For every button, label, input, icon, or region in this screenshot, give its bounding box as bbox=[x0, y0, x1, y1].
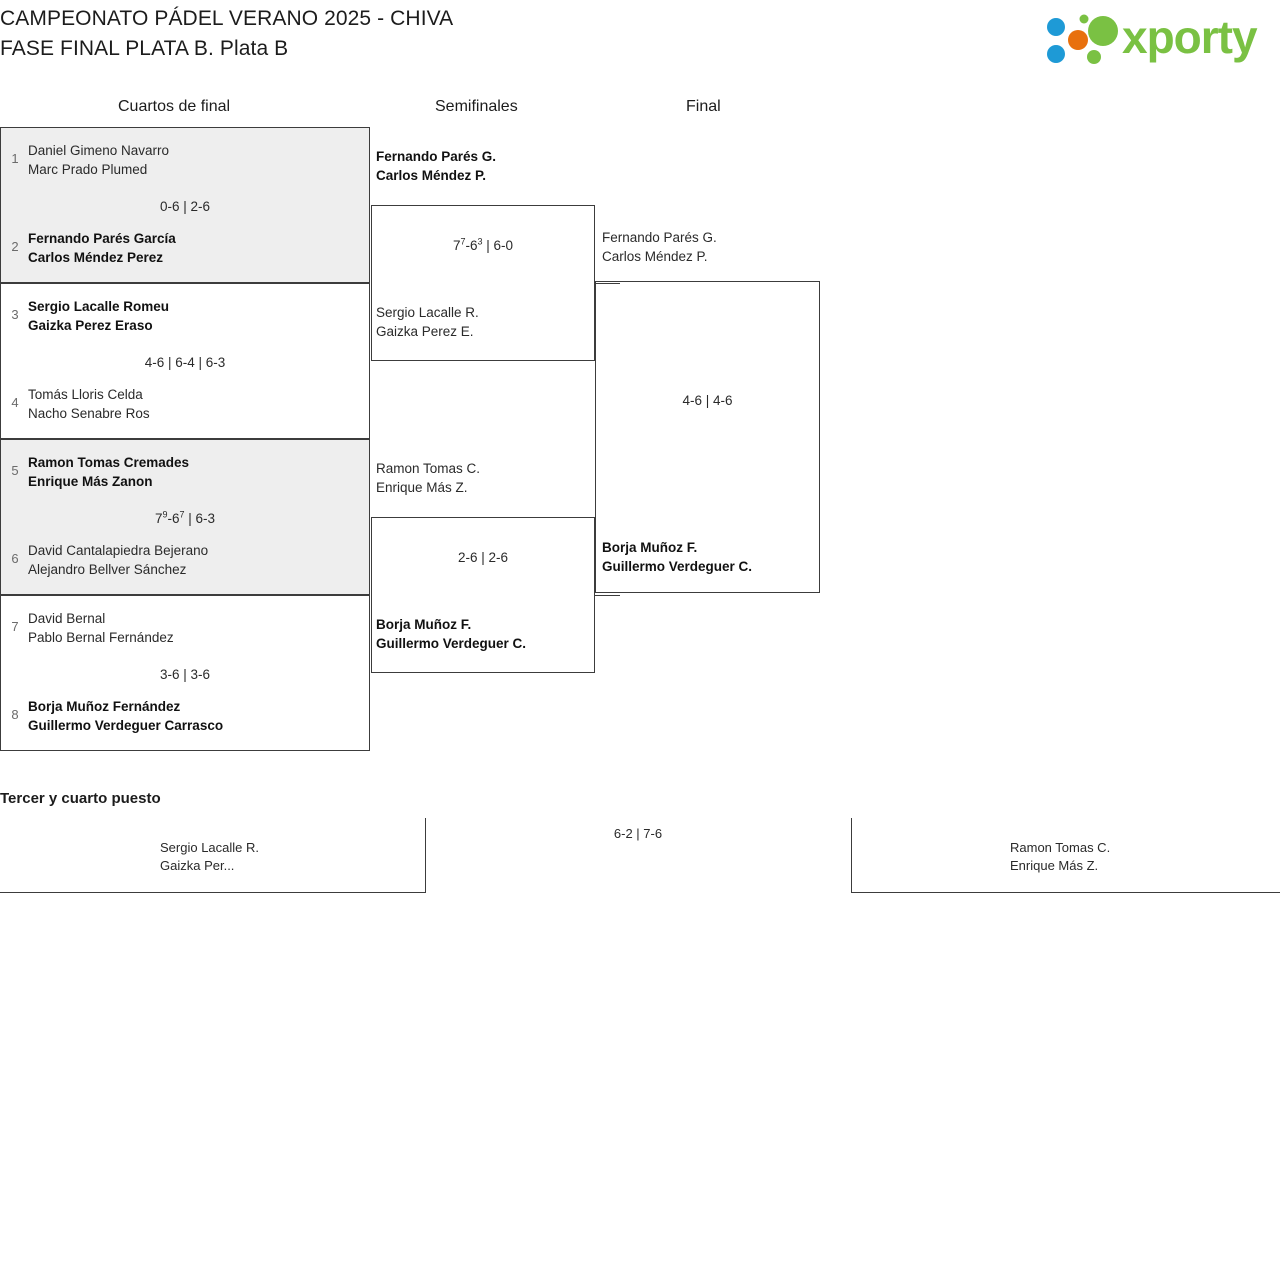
match-score: 79-67 | 6-3 bbox=[154, 509, 216, 526]
semifinal-1-top-team: Fernando Parés G. Carlos Méndez P. bbox=[376, 148, 496, 185]
seed-number: 3 bbox=[11, 307, 19, 322]
player-name: Guillermo Verdeguer C. bbox=[602, 558, 753, 574]
player-name: Fernando Parés G. bbox=[376, 149, 497, 164]
connector-sf1-to-final bbox=[595, 283, 620, 284]
team-names: Sergio Lacalle Romeu Gaizka Perez Eraso bbox=[28, 298, 169, 335]
quarterfinal-match-4[interactable]: 7 David Bernal Pablo Bernal Fernández 3-… bbox=[0, 595, 370, 751]
team-names: Fernando Parés García Carlos Méndez Pere… bbox=[28, 230, 176, 267]
team-names: Daniel Gimeno Navarro Marc Prado Plumed bbox=[28, 142, 169, 179]
match-score: 0-6 | 2-6 bbox=[159, 199, 211, 214]
match-team-top: 5 Ramon Tomas Cremades Enrique Más Zanon bbox=[1, 452, 369, 494]
semifinal-1-bottom-team: Sergio Lacalle R. Gaizka Perez E. bbox=[376, 304, 479, 341]
match-score: 3-6 | 3-6 bbox=[159, 667, 211, 682]
xporty-dots-icon bbox=[1047, 14, 1118, 64]
player-name: Fernando Parés G. bbox=[602, 230, 717, 245]
connector-sf2-to-final bbox=[595, 595, 620, 596]
player-name: Enrique Más Z. bbox=[1010, 858, 1099, 873]
match-team-top: 3 Sergio Lacalle Romeu Gaizka Perez Eras… bbox=[1, 296, 369, 338]
player-name: Borja Muñoz Fernández bbox=[28, 699, 181, 714]
semifinal-2-bottom-team: Borja Muñoz F. Guillermo Verdeguer C. bbox=[376, 616, 526, 653]
third-place-right-box[interactable] bbox=[851, 818, 1280, 893]
title-line-2: FASE FINAL PLATA B. Plata B bbox=[0, 37, 289, 60]
seed-number: 4 bbox=[11, 395, 19, 410]
player-name: David Bernal bbox=[28, 611, 106, 626]
player-name: Borja Muñoz F. bbox=[376, 617, 472, 632]
final-score: 4-6 | 4-6 bbox=[682, 393, 733, 408]
player-name: David Cantalapiedra Bejerano bbox=[28, 543, 209, 558]
player-name: Guillermo Verdeguer C. bbox=[376, 635, 527, 651]
player-name: Gaizka Perez Eraso bbox=[28, 317, 153, 333]
player-name: Enrique Más Zanon bbox=[28, 473, 153, 489]
semifinal-2-top-team: Ramon Tomas C. Enrique Más Z. bbox=[376, 460, 480, 497]
player-name: Ramon Tomas Cremades bbox=[28, 455, 190, 470]
match-team-bottom: 4 Tomás Lloris Celda Nacho Senabre Ros bbox=[1, 384, 369, 426]
final-match[interactable] bbox=[595, 281, 820, 593]
player-name: Tomás Lloris Celda bbox=[28, 387, 143, 402]
player-name: Borja Muñoz F. bbox=[602, 540, 698, 555]
match-team-top: 1 Daniel Gimeno Navarro Marc Prado Plume… bbox=[1, 140, 369, 182]
team-names: Borja Muñoz Fernández Guillermo Verdegue… bbox=[28, 698, 223, 735]
player-name: Nacho Senabre Ros bbox=[28, 405, 150, 421]
third-place-left-team: Sergio Lacalle R. Gaizka Per... bbox=[160, 839, 259, 875]
seed-number: 8 bbox=[11, 707, 19, 722]
player-name: Fernando Parés García bbox=[28, 231, 176, 246]
player-name: Carlos Méndez P. bbox=[376, 167, 487, 183]
title-line-1: CAMPEONATO PÁDEL VERANO 2025 - CHIVA bbox=[0, 7, 454, 30]
semifinal-2-score: 2-6 | 2-6 bbox=[457, 550, 509, 565]
seed-number: 7 bbox=[11, 619, 19, 634]
match-team-bottom: 2 Fernando Parés García Carlos Méndez Pe… bbox=[1, 228, 369, 270]
final-top-team: Fernando Parés G. Carlos Méndez P. bbox=[602, 229, 717, 266]
quarterfinal-match-3[interactable]: 5 Ramon Tomas Cremades Enrique Más Zanon… bbox=[0, 439, 370, 595]
player-name: Gaizka Per... bbox=[160, 858, 235, 873]
semifinal-match-2[interactable] bbox=[371, 517, 595, 673]
player-name: Daniel Gimeno Navarro bbox=[28, 143, 170, 158]
quarterfinal-match-1[interactable]: 1 Daniel Gimeno Navarro Marc Prado Plume… bbox=[0, 127, 370, 283]
seed-number: 6 bbox=[11, 551, 19, 566]
seed-number: 5 bbox=[11, 463, 19, 478]
quarterfinal-match-2[interactable]: 3 Sergio Lacalle Romeu Gaizka Perez Eras… bbox=[0, 283, 370, 439]
third-place-score: 6-2 | 7-6 bbox=[613, 826, 663, 841]
seed-number: 2 bbox=[11, 239, 19, 254]
match-team-bottom: 6 David Cantalapiedra Bejerano Alejandro… bbox=[1, 540, 369, 582]
round-header-final: Final bbox=[686, 98, 721, 115]
player-name: Pablo Bernal Fernández bbox=[28, 629, 174, 645]
team-names: David Cantalapiedra Bejerano Alejandro B… bbox=[28, 542, 208, 579]
xporty-logo: xporty bbox=[1036, 8, 1272, 68]
final-bottom-team: Borja Muñoz F. Guillermo Verdeguer C. bbox=[602, 539, 752, 576]
player-name: Gaizka Perez E. bbox=[376, 323, 474, 339]
player-name: Enrique Más Z. bbox=[376, 479, 468, 495]
match-team-top: 7 David Bernal Pablo Bernal Fernández bbox=[1, 608, 369, 650]
semifinal-match-1[interactable] bbox=[371, 205, 595, 361]
round-header-semifinals: Semifinales bbox=[435, 98, 518, 115]
player-name: Alejandro Bellver Sánchez bbox=[28, 561, 187, 577]
match-team-bottom: 8 Borja Muñoz Fernández Guillermo Verdeg… bbox=[1, 696, 369, 738]
player-name: Carlos Méndez Perez bbox=[28, 249, 164, 265]
player-name: Ramon Tomas C. bbox=[376, 461, 481, 476]
player-name: Marc Prado Plumed bbox=[28, 161, 148, 177]
team-names: David Bernal Pablo Bernal Fernández bbox=[28, 610, 174, 647]
xporty-wordmark: xporty bbox=[1122, 11, 1258, 63]
round-header-quarterfinals: Cuartos de final bbox=[118, 98, 231, 115]
team-names: Tomás Lloris Celda Nacho Senabre Ros bbox=[28, 386, 150, 423]
third-place-left-box[interactable] bbox=[0, 818, 426, 893]
semifinal-1-score: 77-63 | 6-0 bbox=[452, 236, 514, 253]
third-place-title: Tercer y cuarto puesto bbox=[0, 790, 161, 807]
player-name: Guillermo Verdeguer Carrasco bbox=[28, 717, 224, 733]
page-title: CAMPEONATO PÁDEL VERANO 2025 - CHIVA FAS… bbox=[0, 4, 453, 64]
player-name: Sergio Lacalle R. bbox=[160, 840, 259, 855]
player-name: Ramon Tomas C. bbox=[1010, 840, 1111, 855]
player-name: Sergio Lacalle Romeu bbox=[28, 299, 170, 314]
team-names: Ramon Tomas Cremades Enrique Más Zanon bbox=[28, 454, 189, 491]
player-name: Carlos Méndez P. bbox=[602, 248, 708, 264]
match-score: 4-6 | 6-4 | 6-3 bbox=[144, 355, 226, 370]
seed-number: 1 bbox=[11, 151, 19, 166]
third-place-right-team: Ramon Tomas C. Enrique Más Z. bbox=[1010, 839, 1110, 875]
player-name: Sergio Lacalle R. bbox=[376, 305, 479, 320]
